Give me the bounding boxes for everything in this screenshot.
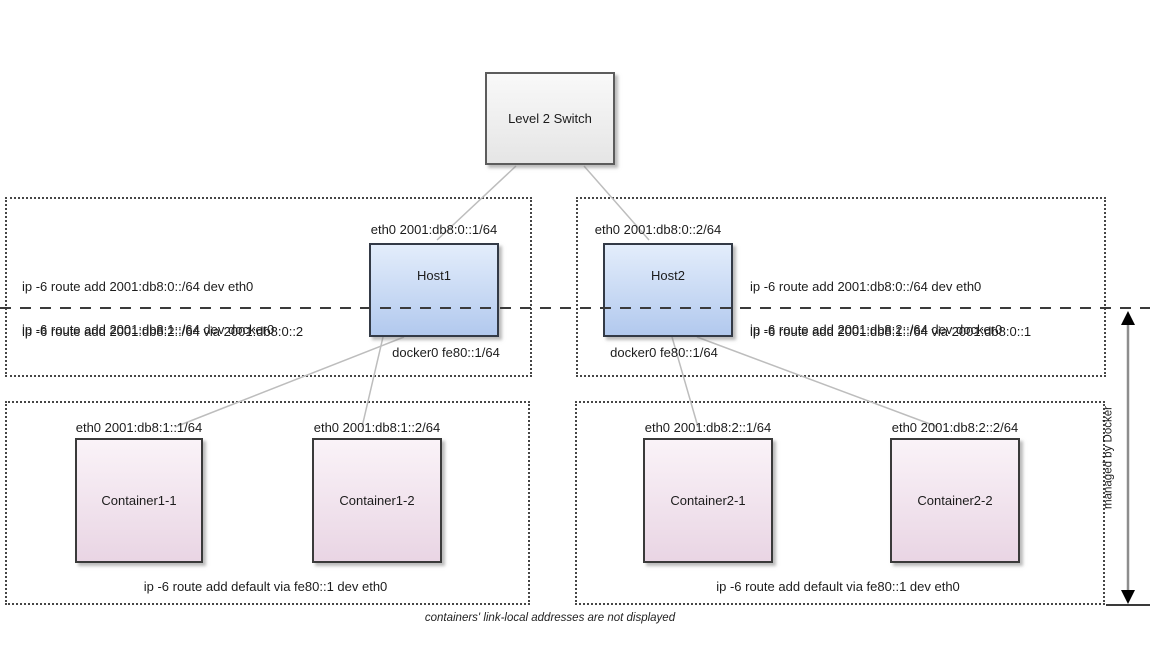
container2-2-eth0-label: eth0 2001:db8:2::2/64: [891, 420, 1019, 435]
host2-node: Host2: [603, 243, 733, 337]
container1-2-eth0-label: eth0 2001:db8:1::2/64: [313, 420, 441, 435]
route-line: ip -6 route add 2001:db8:1::/64 via 2001…: [750, 324, 1032, 339]
host2-label: Host2: [651, 267, 685, 283]
host1-eth0-label: eth0 2001:db8:0::1/64: [370, 222, 498, 237]
host2-route-below: ip -6 route add 2001:db8:2::/64 dev dock…: [750, 322, 1003, 337]
arrow-head-down-icon: [1121, 590, 1135, 604]
container2-2-node: Container2-2: [890, 438, 1020, 563]
switch-node: Level 2 Switch: [485, 72, 615, 165]
switch-label: Level 2 Switch: [508, 111, 592, 126]
container2-2-label: Container2-2: [917, 493, 993, 508]
route-line: ip -6 route add 2001:db8:0::/64 dev eth0: [750, 279, 982, 294]
host2-routes-above: ip -6 route add 2001:db8:0::/64 dev eth0…: [750, 249, 1031, 369]
host1-label: Host1: [417, 267, 451, 283]
container1-2-node: Container1-2: [312, 438, 442, 563]
host1-docker0-label: docker0 fe80::1/64: [392, 345, 500, 360]
containers2-default-route: ip -6 route add default via fe80::1 dev …: [716, 579, 960, 594]
container2-1-eth0-label: eth0 2001:db8:2::1/64: [644, 420, 772, 435]
diagram-caption: containers' link-local addresses are not…: [424, 612, 676, 624]
host1-routes-above: ip -6 route add 2001:db8:0::/64 dev eth0…: [22, 249, 303, 369]
host1-route-below: ip -6 route add 2001:db8:1::/64 dev dock…: [22, 322, 275, 337]
container1-2-label: Container1-2: [339, 493, 415, 508]
arrow-head-up-icon: [1121, 311, 1135, 325]
container1-1-eth0-label: eth0 2001:db8:1::1/64: [75, 420, 203, 435]
route-line: ip -6 route add 2001:db8:0::/64 dev eth0: [22, 279, 254, 294]
container2-1-label: Container2-1: [670, 493, 746, 508]
managed-by-docker-label: managed by Docker: [1102, 406, 1115, 509]
container1-1-node: Container1-1: [75, 438, 203, 563]
containers1-default-route: ip -6 route add default via fe80::1 dev …: [143, 579, 388, 594]
container1-1-label: Container1-1: [101, 493, 177, 508]
route-line: ip -6 route add 2001:db8:2::/64 via 2001…: [22, 324, 304, 339]
container2-1-node: Container2-1: [643, 438, 773, 563]
host2-docker0-label: docker0 fe80::1/64: [610, 345, 718, 360]
host1-node: Host1: [369, 243, 499, 337]
host2-eth0-label: eth0 2001:db8:0::2/64: [594, 222, 722, 237]
